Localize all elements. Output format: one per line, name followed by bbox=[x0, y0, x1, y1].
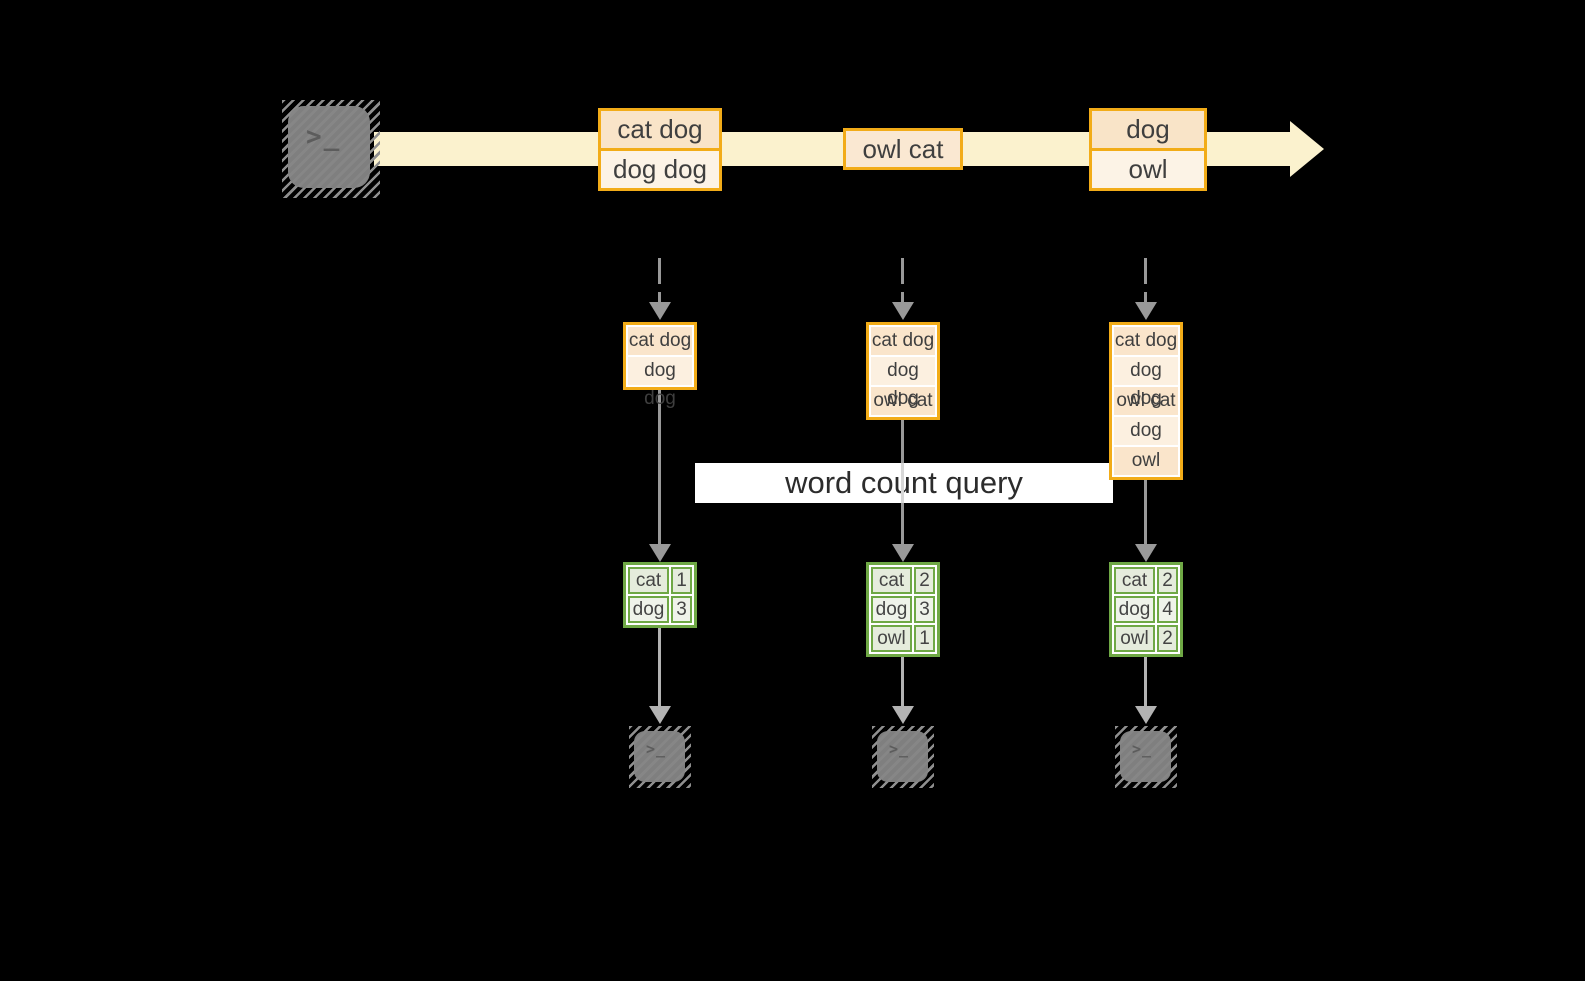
source-terminal-icon: >_ bbox=[282, 100, 380, 198]
buffer-row: owl bbox=[1114, 447, 1178, 475]
consumer-terminal-icon: >_ bbox=[872, 726, 934, 788]
word-cell: dog bbox=[871, 596, 912, 623]
stream-record-box-1: cat dog dog dog bbox=[598, 108, 722, 191]
stream-arrowhead-icon bbox=[1290, 121, 1324, 177]
output-arrow-icon bbox=[892, 657, 914, 724]
table-row: cat 2 bbox=[1114, 567, 1178, 594]
buffer-stack-2: cat dog dog dog owl cat bbox=[866, 322, 940, 420]
word-cell: cat bbox=[628, 567, 669, 594]
count-cell: 1 bbox=[671, 567, 692, 594]
record-line: dog bbox=[1092, 111, 1204, 151]
table-row: cat 1 bbox=[628, 567, 692, 594]
output-arrow-icon bbox=[1135, 657, 1157, 724]
count-cell: 3 bbox=[671, 596, 692, 623]
dashed-arrow-icon bbox=[649, 258, 671, 320]
output-arrow-icon bbox=[649, 628, 671, 724]
query-arrow-icon bbox=[1135, 480, 1157, 562]
record-line: dog dog bbox=[601, 151, 719, 188]
table-row: dog 3 bbox=[871, 596, 935, 623]
count-cell: 2 bbox=[914, 567, 935, 594]
prompt-glyph: >_ bbox=[1132, 740, 1153, 758]
count-table-2: cat 2 dog 3 owl 1 bbox=[866, 562, 940, 657]
word-cell: cat bbox=[871, 567, 912, 594]
table-row: cat 2 bbox=[871, 567, 935, 594]
table-row: owl 1 bbox=[871, 625, 935, 652]
terminal-face: >_ bbox=[288, 106, 370, 188]
buffer-row: cat dog bbox=[871, 327, 935, 355]
record-line: owl bbox=[1092, 151, 1204, 188]
buffer-stack-1: cat dog dog dog bbox=[623, 322, 697, 409]
buffer-stack-3: cat dog dog dog owl cat dog owl bbox=[1109, 322, 1183, 480]
buffer-row: dog dog bbox=[628, 357, 692, 409]
word-cell: dog bbox=[1114, 596, 1155, 623]
terminal-face: >_ bbox=[634, 731, 685, 782]
buffer-row: dog dog bbox=[1114, 357, 1178, 409]
terminal-face: >_ bbox=[877, 731, 928, 782]
record-line: cat dog bbox=[601, 111, 719, 151]
count-cell: 4 bbox=[1157, 596, 1178, 623]
buffer-row: cat dog bbox=[1114, 327, 1178, 355]
dashed-arrow-icon bbox=[1135, 258, 1157, 320]
consumer-terminal-icon: >_ bbox=[1115, 726, 1177, 788]
query-arrow-icon bbox=[649, 390, 671, 562]
buffer-row: cat dog bbox=[628, 327, 692, 355]
table-row: dog 3 bbox=[628, 596, 692, 623]
word-cell: owl bbox=[871, 625, 912, 652]
table-row: owl 2 bbox=[1114, 625, 1178, 652]
terminal-face: >_ bbox=[1120, 731, 1171, 782]
buffer-row: owl cat bbox=[1114, 387, 1178, 415]
prompt-glyph: >_ bbox=[889, 740, 910, 758]
consumer-terminal-icon: >_ bbox=[629, 726, 691, 788]
word-cell: owl bbox=[1114, 625, 1155, 652]
arrow-over-banner bbox=[901, 463, 904, 503]
word-cell: cat bbox=[1114, 567, 1155, 594]
table-row: dog 4 bbox=[1114, 596, 1178, 623]
prompt-glyph: >_ bbox=[646, 740, 667, 758]
count-cell: 2 bbox=[1157, 567, 1178, 594]
buffer-row: owl cat bbox=[871, 387, 935, 415]
count-cell: 1 bbox=[914, 625, 935, 652]
buffer-row: dog bbox=[1114, 417, 1178, 445]
count-cell: 2 bbox=[1157, 625, 1178, 652]
record-line: owl cat bbox=[846, 131, 960, 167]
prompt-glyph: >_ bbox=[306, 122, 342, 152]
stream-record-box-2: owl cat bbox=[843, 128, 963, 170]
count-table-3: cat 2 dog 4 owl 2 bbox=[1109, 562, 1183, 657]
buffer-row: dog dog bbox=[871, 357, 935, 409]
count-table-1: cat 1 dog 3 bbox=[623, 562, 697, 628]
query-banner: word count query bbox=[695, 463, 1113, 503]
word-cell: dog bbox=[628, 596, 669, 623]
stream-record-box-3: dog owl bbox=[1089, 108, 1207, 191]
count-cell: 3 bbox=[914, 596, 935, 623]
dashed-arrow-icon bbox=[892, 258, 914, 320]
